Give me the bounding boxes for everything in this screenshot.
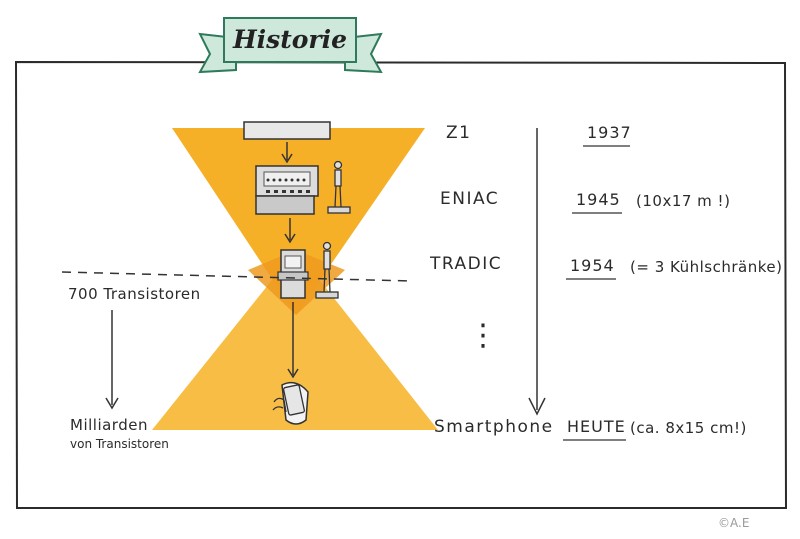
entry-note-tradic: (= 3 Kühlschränke) <box>630 258 782 276</box>
transistor-separator-line <box>61 271 411 282</box>
entry-name-z1: Z1 <box>446 123 471 143</box>
entry-year-eniac: 1945 <box>576 190 621 209</box>
entry-year-z1: 1937 <box>587 123 632 142</box>
frame <box>14 60 788 509</box>
copyright-text: ©A.E <box>718 516 749 530</box>
tradic-computer-icon <box>277 249 309 299</box>
transistor-arrow-head <box>105 397 119 410</box>
eniac-computer-icon <box>255 165 319 215</box>
entry-name-tradic: TRADIC <box>429 254 502 274</box>
banner-title: Historie <box>232 25 347 54</box>
banner-body <box>223 17 357 63</box>
entry-name-eniac: ENIAC <box>440 189 499 209</box>
smartphone-hand-icon <box>272 381 309 425</box>
timeline-ellipsis: ⋮ <box>468 318 498 353</box>
arrow-head-z1 <box>281 153 293 164</box>
arrow-head-eniac <box>284 233 296 244</box>
entry-note-eniac: (10x17 m !) <box>636 192 730 210</box>
funnel-bottom <box>152 250 438 430</box>
entry-note-smartphone: (ca. 8x15 cm!) <box>630 419 747 437</box>
person-figure-icon <box>315 241 339 299</box>
transistor-bottom-label-line1: Milliarden <box>70 416 148 434</box>
title-banner: Historie <box>198 17 383 74</box>
timeline-arrow-head <box>528 397 546 416</box>
arrow-head-tradic <box>287 368 299 379</box>
z1-machine-icon <box>243 121 331 140</box>
person-figure-icon <box>327 160 351 214</box>
transistor-top-label: 700 Transistoren <box>68 285 201 303</box>
entry-year-smartphone: HEUTE <box>567 417 626 436</box>
transistor-bottom-label-line2: von Transistoren <box>70 437 169 451</box>
entry-year-tradic: 1954 <box>570 256 615 275</box>
entry-name-smartphone: Smartphone <box>434 417 554 437</box>
funnel-top <box>172 128 425 315</box>
